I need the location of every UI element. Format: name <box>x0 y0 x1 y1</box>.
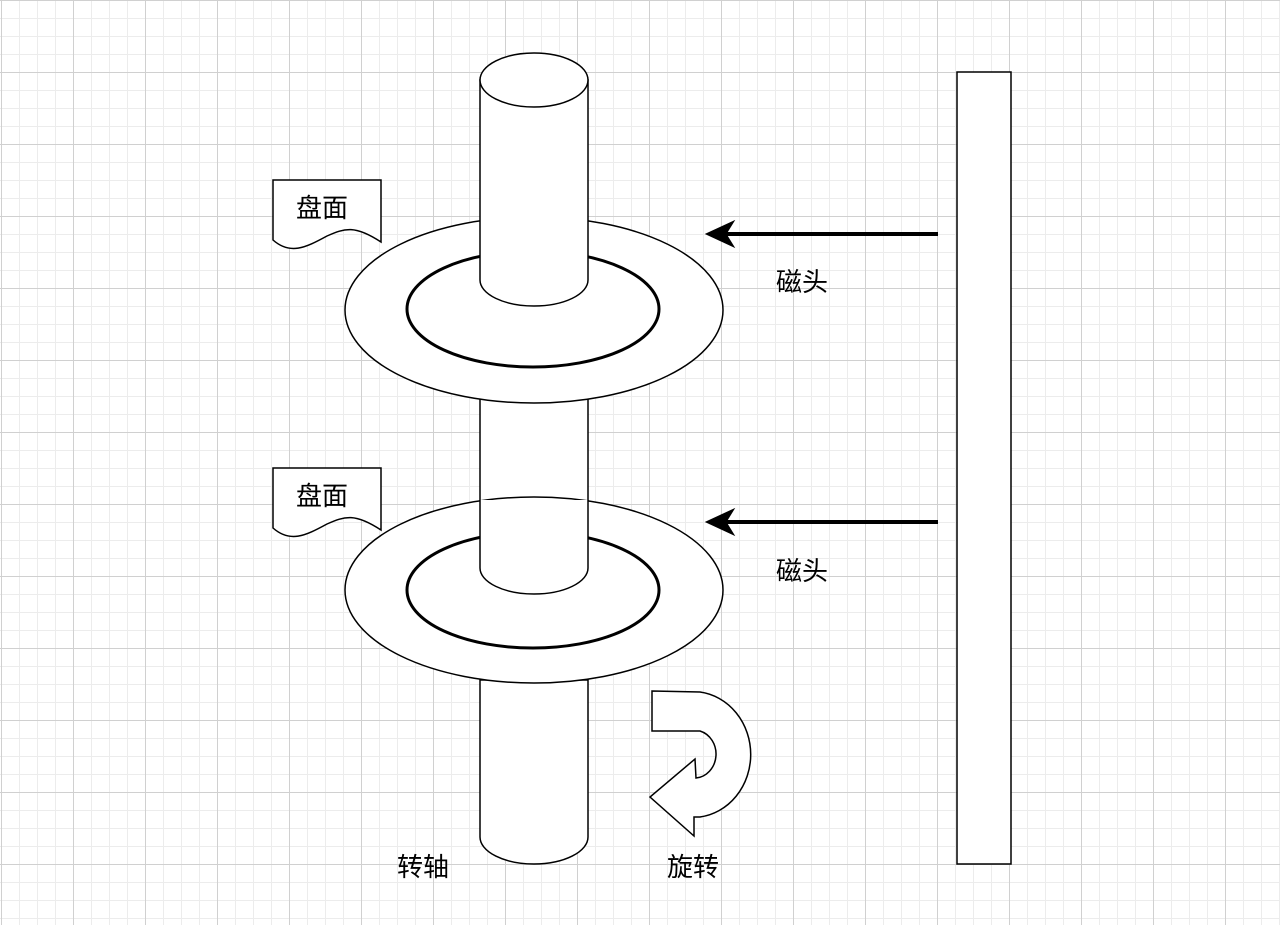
rotation-label: 旋转 <box>667 853 720 883</box>
spindle-top-segment[interactable] <box>479 52 589 307</box>
platter-top[interactable] <box>344 216 724 404</box>
platter-label-shape-top <box>272 179 382 250</box>
rotation-arrow-icon <box>648 690 752 838</box>
head-arrow-top <box>704 219 938 249</box>
spindle-label: 转轴 <box>397 853 450 883</box>
platter-label-top: 盘面 <box>296 194 349 224</box>
spindle-middle-top <box>479 500 589 595</box>
head-arrow-bottom <box>704 507 938 537</box>
actuator-arm[interactable] <box>956 71 1012 865</box>
spindle-bottom-segment[interactable] <box>479 679 589 865</box>
platter-label-bottom: 盘面 <box>296 482 349 512</box>
head-label-bottom: 磁头 <box>776 557 829 587</box>
platter-label-shape-bottom <box>272 467 382 538</box>
head-label-top: 磁头 <box>776 268 829 298</box>
